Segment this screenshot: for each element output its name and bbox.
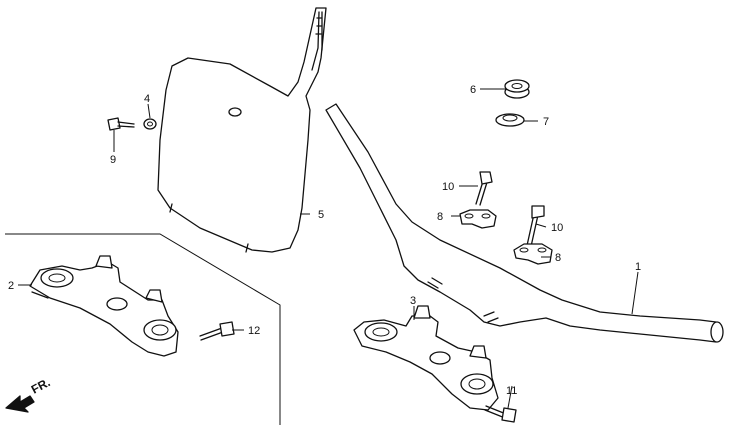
callout-10b: 10 [551,222,563,234]
washer-4 [143,118,157,130]
callout-3: 3 [410,295,416,307]
collar-6 [504,79,530,99]
callout-7: 7 [543,116,549,128]
leader-lines [18,88,639,409]
callout-11: 11 [506,385,517,397]
bolt-11 [484,405,517,423]
upper-holder-8-b [513,243,553,265]
callout-2: 2 [8,280,14,292]
number-plate [157,7,327,253]
lower-fork-bridge [353,305,499,411]
front-arrow-label: FR. [29,375,53,396]
callouts: 1 2 3 4 5 6 7 8 8 9 10 10 11 12 [8,84,641,397]
collar-7 [495,113,525,127]
callout-10a: 10 [442,181,454,193]
divider-lines [5,233,281,425]
bolt-9 [107,117,135,131]
callout-6: 6 [470,84,476,96]
bolt-12 [199,321,235,341]
upper-holder-8-a [459,209,497,229]
callout-8b: 8 [555,252,561,264]
callout-8a: 8 [437,211,443,223]
callout-5: 5 [318,209,324,221]
front-arrow: FR. [5,375,53,413]
callout-1: 1 [635,261,641,273]
upper-fork-bridge [29,255,179,357]
callout-4: 4 [144,93,150,105]
handlebar [325,103,724,343]
callout-9: 9 [110,154,116,166]
callout-12: 12 [248,325,260,337]
bolt-10-upper [475,171,493,206]
